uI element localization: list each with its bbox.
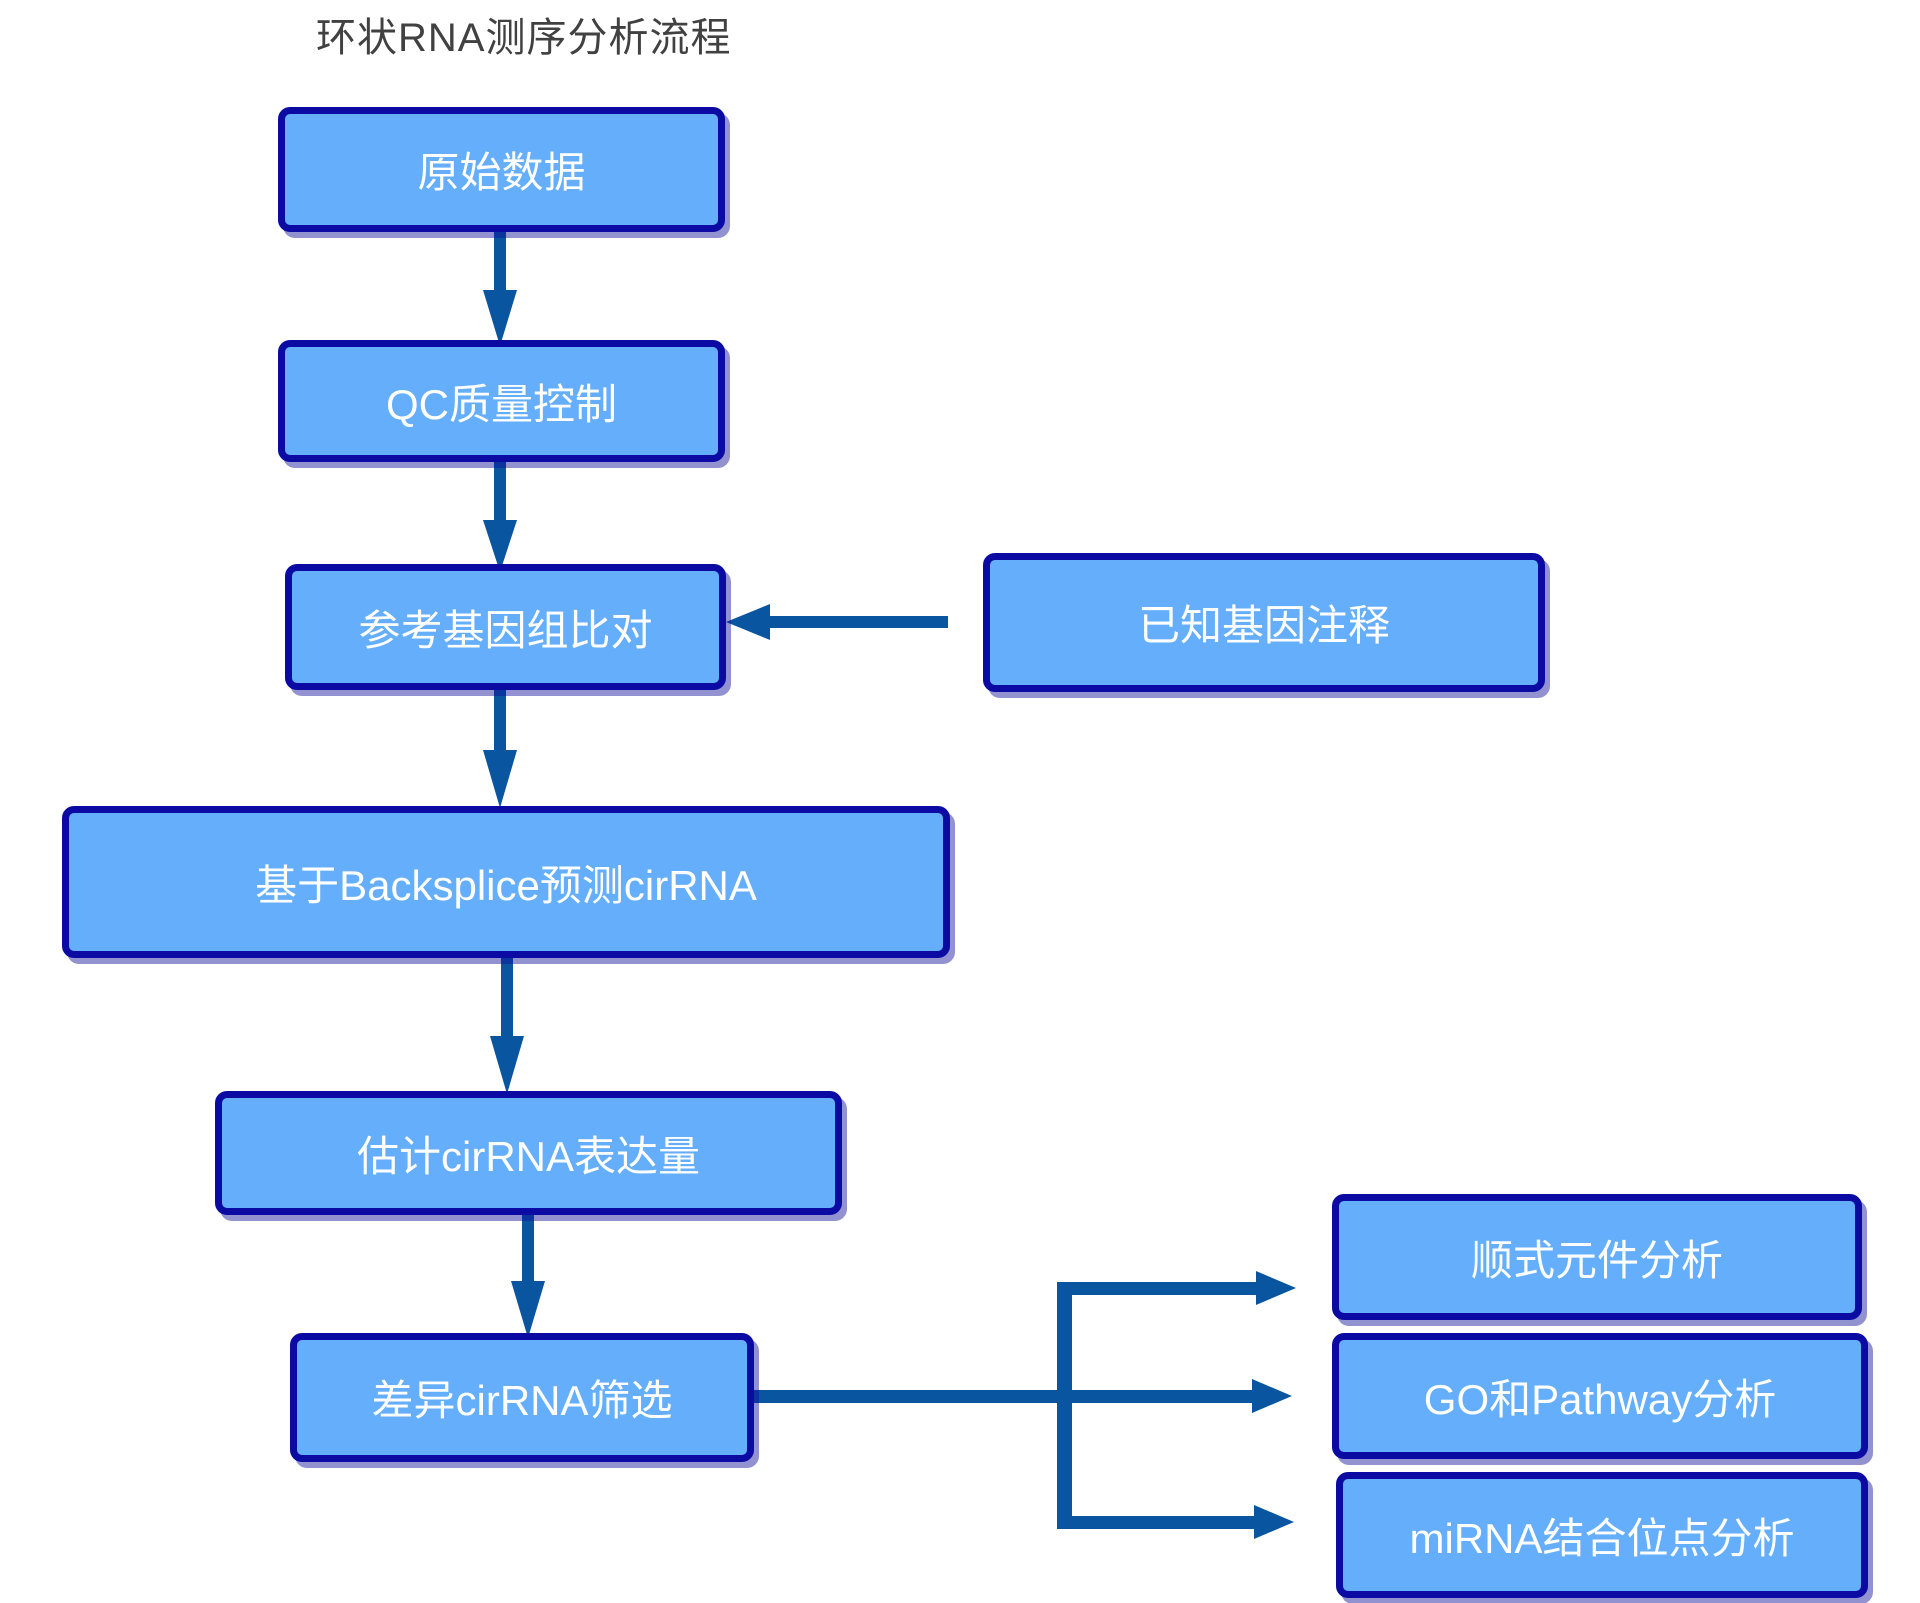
node-diff-screen: 差异cirRNA筛选 — [290, 1333, 754, 1462]
arrow-raw-to-qc — [483, 230, 517, 346]
node-label: 原始数据 — [417, 149, 586, 196]
node-label: QC质量控制 — [385, 380, 617, 428]
node-expression-est: 估计cirRNA表达量 — [215, 1091, 842, 1215]
node-label: 差异cirRNA筛选 — [371, 1377, 673, 1424]
page-title: 环状RNA测序分析流程 — [316, 16, 732, 60]
node-backsplice-pred: 基于Backsplice预测cirRNA — [62, 806, 950, 958]
arrow-expression-to-diff — [511, 1213, 545, 1338]
arrow-diff-to-mirna — [1072, 1505, 1294, 1539]
node-label: 参考基因组比对 — [358, 606, 653, 654]
arrow-qc-to-align — [483, 458, 517, 572]
node-label: 基于Backsplice预测cirRNA — [255, 861, 757, 909]
arrow-align-to-backsplice — [483, 688, 517, 808]
node-mirna-binding: miRNA结合位点分析 — [1336, 1472, 1868, 1598]
node-ref-align: 参考基因组比对 — [285, 564, 726, 690]
arrow-diff-to-cis — [1072, 1271, 1296, 1305]
node-cis-element: 顺式元件分析 — [1332, 1194, 1862, 1320]
node-go-pathway: GO和Pathway分析 — [1332, 1333, 1868, 1459]
node-label: miRNA结合位点分析 — [1409, 1514, 1795, 1562]
branch-trunk — [748, 1282, 1254, 1529]
node-label: 顺式元件分析 — [1470, 1236, 1723, 1284]
node-label: 估计cirRNA表达量 — [357, 1132, 700, 1180]
node-qc: QC质量控制 — [278, 340, 725, 462]
arrow-diff-to-go — [1252, 1379, 1292, 1413]
node-known-annotation: 已知基因注释 — [983, 553, 1545, 692]
arrow-backsplice-to-expression — [490, 956, 524, 1094]
node-label: GO和Pathway分析 — [1423, 1375, 1777, 1423]
node-raw-data: 原始数据 — [278, 107, 725, 232]
arrow-annotation-to-align — [726, 604, 948, 640]
node-label: 已知基因注释 — [1137, 602, 1390, 649]
